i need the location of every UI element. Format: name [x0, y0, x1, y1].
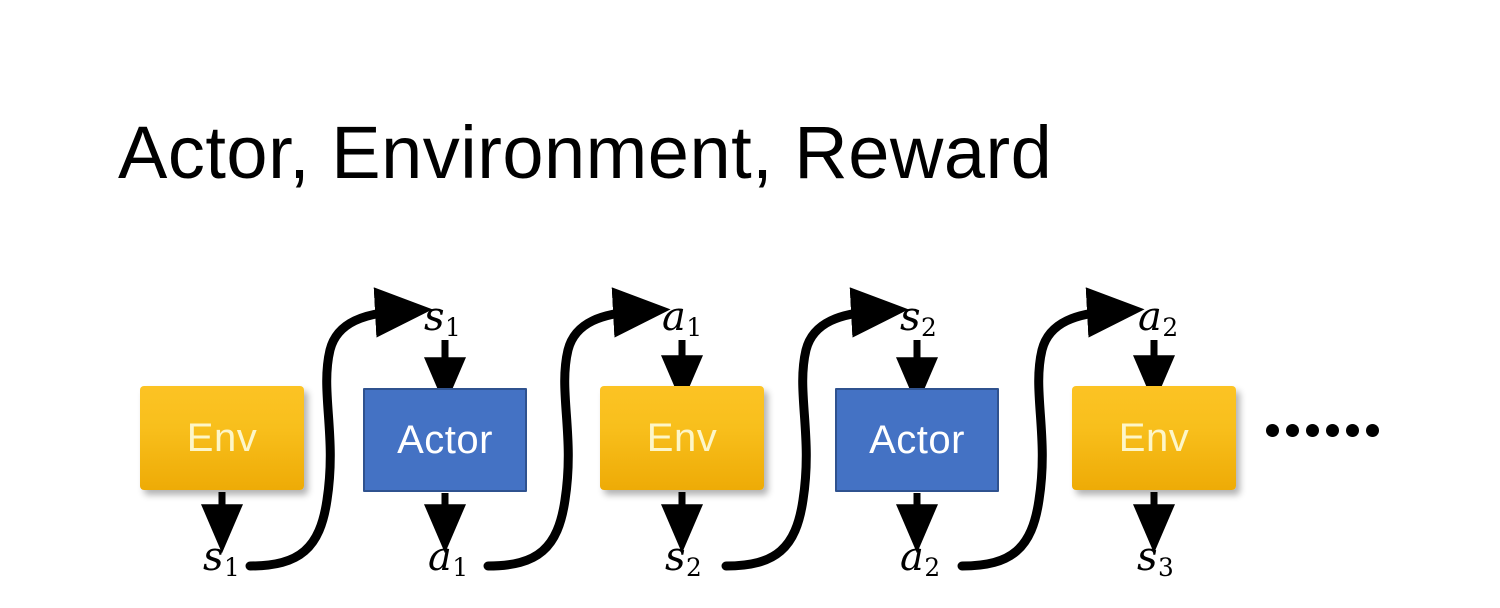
label-base: s	[900, 294, 921, 340]
label-base: s	[665, 534, 686, 580]
node-env-3[interactable]: Env	[1072, 386, 1236, 490]
node-label: Env	[646, 416, 718, 460]
label-subscript: 1	[445, 313, 461, 343]
ellipsis-dot	[1366, 424, 1379, 437]
label-state-s2-top: s2	[900, 294, 937, 340]
label-base: a	[900, 534, 924, 580]
label-base: a	[1138, 294, 1162, 340]
label-action-a1-top: a1	[662, 294, 702, 340]
label-state-s3-bottom: s3	[1137, 534, 1174, 580]
ellipsis-dot	[1306, 424, 1319, 437]
node-env-2[interactable]: Env	[600, 386, 764, 490]
label-subscript: 2	[924, 553, 941, 583]
node-label: Actor	[397, 418, 493, 462]
node-actor-1[interactable]: Actor	[363, 388, 527, 492]
label-base: s	[424, 294, 445, 340]
label-subscript: 3	[1158, 553, 1174, 583]
label-subscript: 1	[224, 553, 240, 583]
label-action-a1-bottom: a1	[428, 534, 468, 580]
node-actor-2[interactable]: Actor	[835, 388, 999, 492]
label-base: a	[428, 534, 452, 580]
node-env-1[interactable]: Env	[140, 386, 304, 490]
label-base: a	[662, 294, 686, 340]
label-state-s1-top: s1	[424, 294, 461, 340]
label-base: s	[1137, 534, 1158, 580]
ellipsis-dot	[1266, 424, 1279, 437]
label-subscript: 1	[686, 313, 703, 343]
node-label: Actor	[869, 418, 965, 462]
label-base: s	[203, 534, 224, 580]
label-state-s2-bottom: s2	[665, 534, 702, 580]
label-subscript: 2	[921, 313, 937, 343]
label-subscript: 1	[452, 553, 469, 583]
ellipsis-dot	[1326, 424, 1339, 437]
label-action-a2-top: a2	[1138, 294, 1178, 340]
label-action-a2-bottom: a2	[900, 534, 940, 580]
label-subscript: 2	[1162, 313, 1179, 343]
node-label: Env	[186, 416, 258, 460]
label-state-s1-bottom: s1	[203, 534, 240, 580]
ellipsis-icon	[1266, 424, 1379, 437]
node-label: Env	[1118, 416, 1190, 460]
label-subscript: 2	[686, 553, 702, 583]
page-title: Actor, Environment, Reward	[118, 111, 1053, 194]
ellipsis-dot	[1346, 424, 1359, 437]
ellipsis-dot	[1286, 424, 1299, 437]
